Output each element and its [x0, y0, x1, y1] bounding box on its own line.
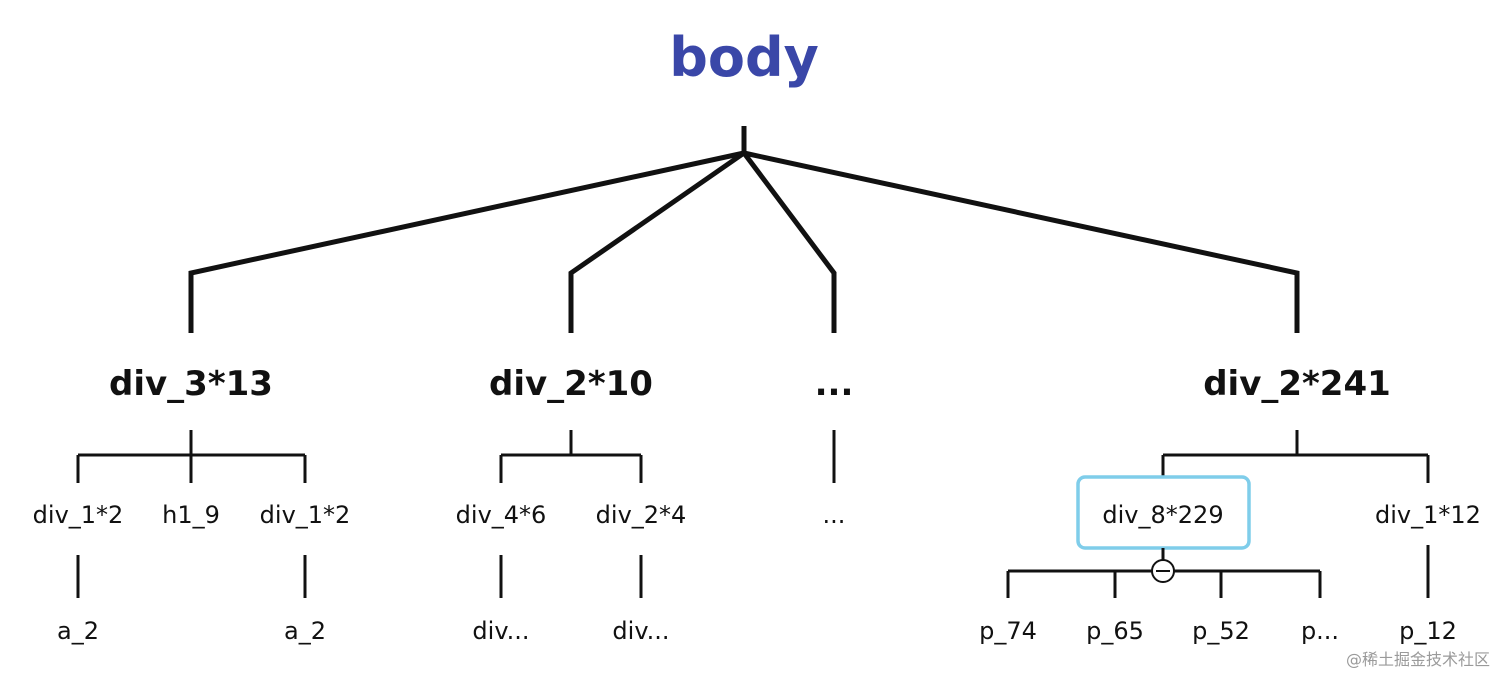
node-p74: p_74	[979, 617, 1037, 645]
node-div4-6: div_4*6	[456, 501, 547, 529]
level3-connectors	[76, 545, 1430, 598]
node-p52: p_52	[1192, 617, 1250, 645]
edge-body-to-ellipsis	[742, 151, 837, 333]
node-ellipsis: ...	[815, 364, 854, 404]
node-div-ellipsis-left: div...	[472, 617, 529, 645]
node-p65: p_65	[1086, 617, 1144, 645]
node-div2-10: div_2*10	[489, 364, 653, 404]
node-a2-left: a_2	[57, 617, 99, 645]
edge-body-to-div2-241	[743, 150, 1300, 333]
minus-circle-icon[interactable]	[1151, 559, 1175, 583]
edge-body-to-div3	[188, 150, 745, 333]
level2-connectors	[76, 430, 1430, 483]
node-p-ellipsis: p...	[1301, 617, 1339, 645]
node-ellipsis-child: ...	[823, 501, 846, 529]
level3-labels: a_2 a_2 div... div... p_74 p_65 p_52 p..…	[57, 617, 1457, 645]
node-div2-241: div_2*241	[1203, 364, 1391, 404]
node-div8-229[interactable]: div_8*229	[1102, 501, 1223, 529]
node-div-ellipsis-right: div...	[612, 617, 669, 645]
node-div3-13: div_3*13	[109, 364, 273, 404]
node-div1-2-b: div_1*2	[260, 501, 351, 529]
level2-labels: div_1*2 h1_9 div_1*2 div_4*6 div_2*4 ...…	[33, 501, 1481, 529]
watermark: @稀土掘金技术社区	[1346, 650, 1490, 669]
root-node-body: body	[669, 26, 819, 89]
edge-body-to-div2-10	[568, 150, 746, 333]
node-h1-9: h1_9	[162, 501, 220, 529]
node-p12: p_12	[1399, 617, 1457, 645]
node-div2-4: div_2*4	[596, 501, 687, 529]
node-div1-12: div_1*12	[1375, 501, 1481, 529]
node-a2-right: a_2	[284, 617, 326, 645]
level1-labels: div_3*13 div_2*10 ... div_2*241	[109, 364, 1391, 404]
node-div1-2-a: div_1*2	[33, 501, 124, 529]
root-connectors	[188, 126, 1300, 333]
